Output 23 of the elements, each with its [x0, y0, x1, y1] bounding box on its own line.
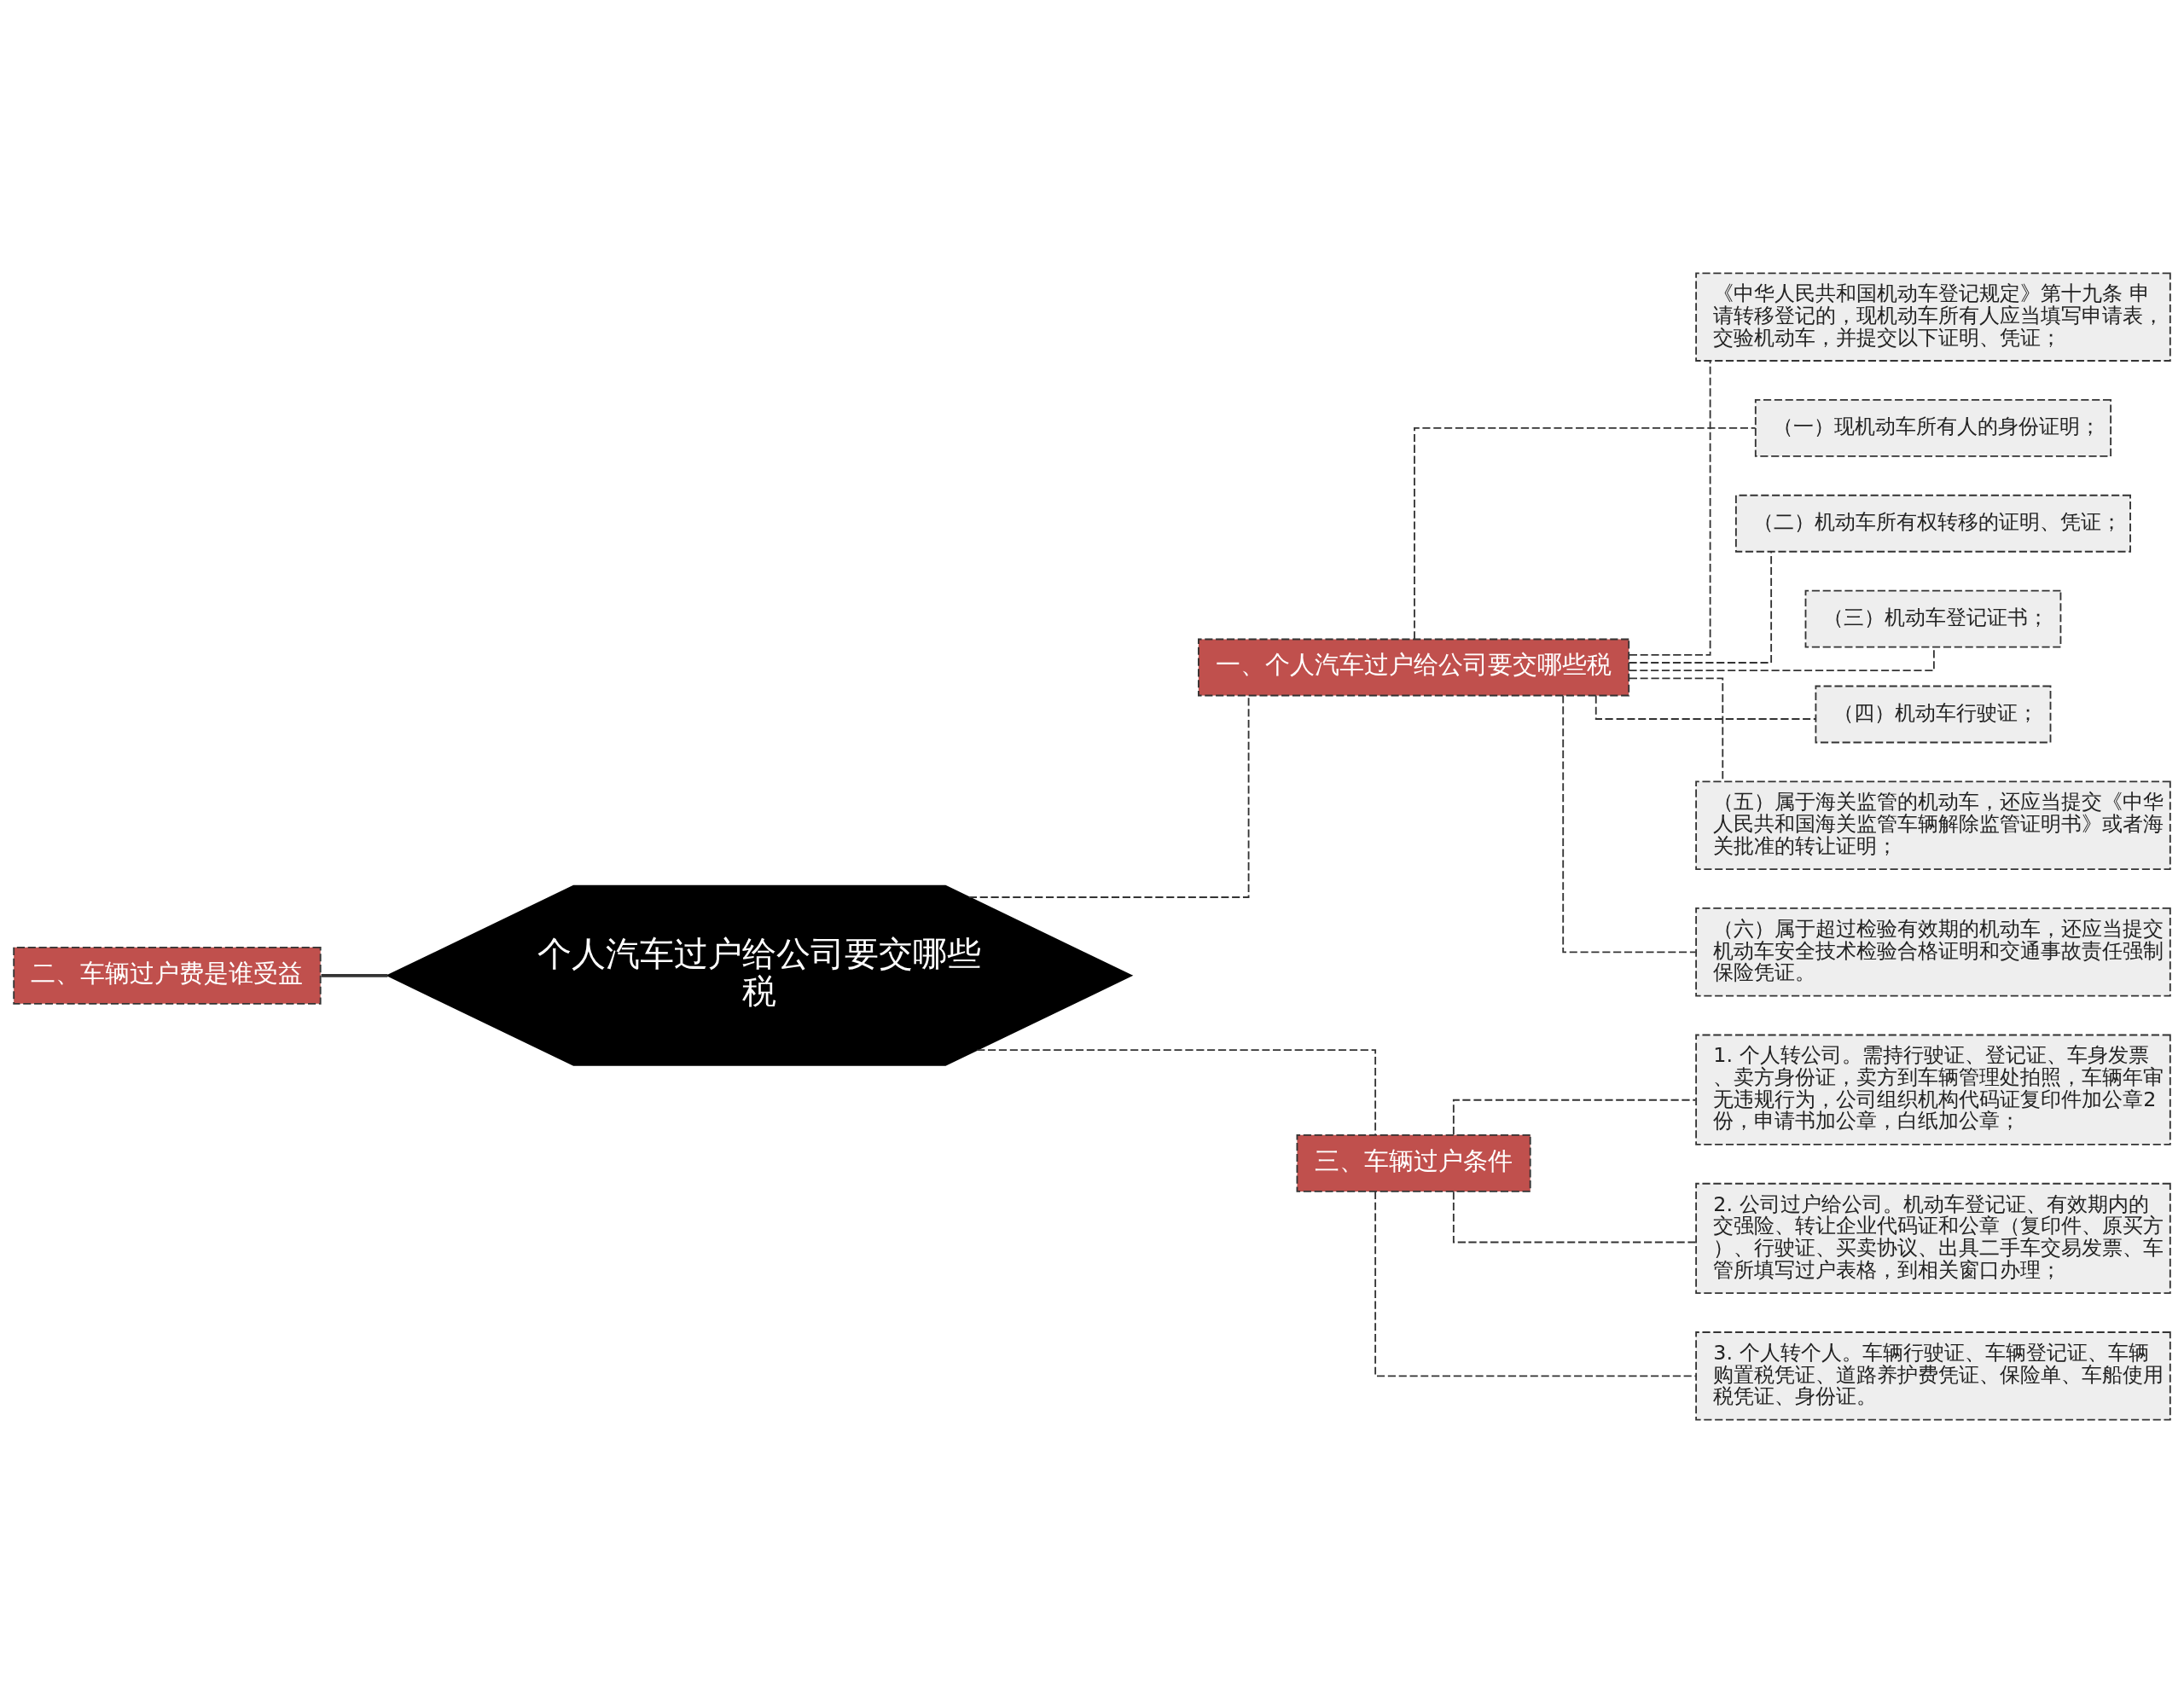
node-box: 二、车辆过户费是谁受益: [13, 946, 322, 1005]
node-box: 《中华人民共和国机动车登记规定》第十九条 申请转移登记的，现机动车所有人应当填写申请表，交验机动车，并提交以下证明、凭证；: [1695, 272, 2171, 362]
connector: [1594, 694, 1817, 720]
node-box: 3. 个人转个人。车辆行驶证、车辆登记证、车辆购置税凭证、道路养护费凭证、保险单、车船使用税凭证、身份证。: [1695, 1331, 2171, 1421]
connector: [1562, 694, 1697, 954]
connector: [1414, 427, 1757, 641]
connector: [1374, 1191, 1697, 1377]
node-box: 一、个人汽车过户给公司要交哪些税: [1198, 638, 1630, 697]
connector: [1452, 1099, 1697, 1136]
node-box: （五）属于海关监管的机动车，还应当提交《中华人民共和国海关监管车辆解除监管证明书》或者海关批准的转让证明；: [1695, 780, 2171, 870]
node-box: （六）属于超过检验有效期的机动车，还应当提交机动车安全技术检验合格证明和交通事故责任强制保险凭证。: [1695, 907, 2171, 997]
connector: [1628, 360, 1711, 656]
connector: [321, 973, 388, 977]
node-box: 1. 个人转公司。需持行驶证、登记证、车身发票、卖方身份证，卖方到车辆管理处拍照，车辆年审无违规行为，公司组织机构代码证复印件加公章2份，申请书加公章，白纸加公章；: [1695, 1034, 2171, 1145]
connector: [1628, 550, 1773, 664]
connector: [976, 1049, 1377, 1136]
connector: [1452, 1191, 1697, 1244]
node-box: （一）现机动车所有人的身份证明；: [1754, 398, 2112, 457]
node-box: （四）机动车行驶证；: [1815, 685, 2052, 744]
node-box: 三、车辆过户条件: [1296, 1133, 1531, 1192]
node-box: 2. 公司过户给公司。机动车登记证、有效期内的交强险、转让企业代码证和公章（复印件、原买方）、行驶证、买卖协议、出具二手车交易发票、车管所填写过户表格，到相关窗口办理；: [1695, 1182, 2171, 1295]
node-box: （三）机动车登记证书；: [1804, 589, 2062, 648]
node-box: （二）机动车所有权转移的证明、凭证；: [1734, 494, 2131, 553]
